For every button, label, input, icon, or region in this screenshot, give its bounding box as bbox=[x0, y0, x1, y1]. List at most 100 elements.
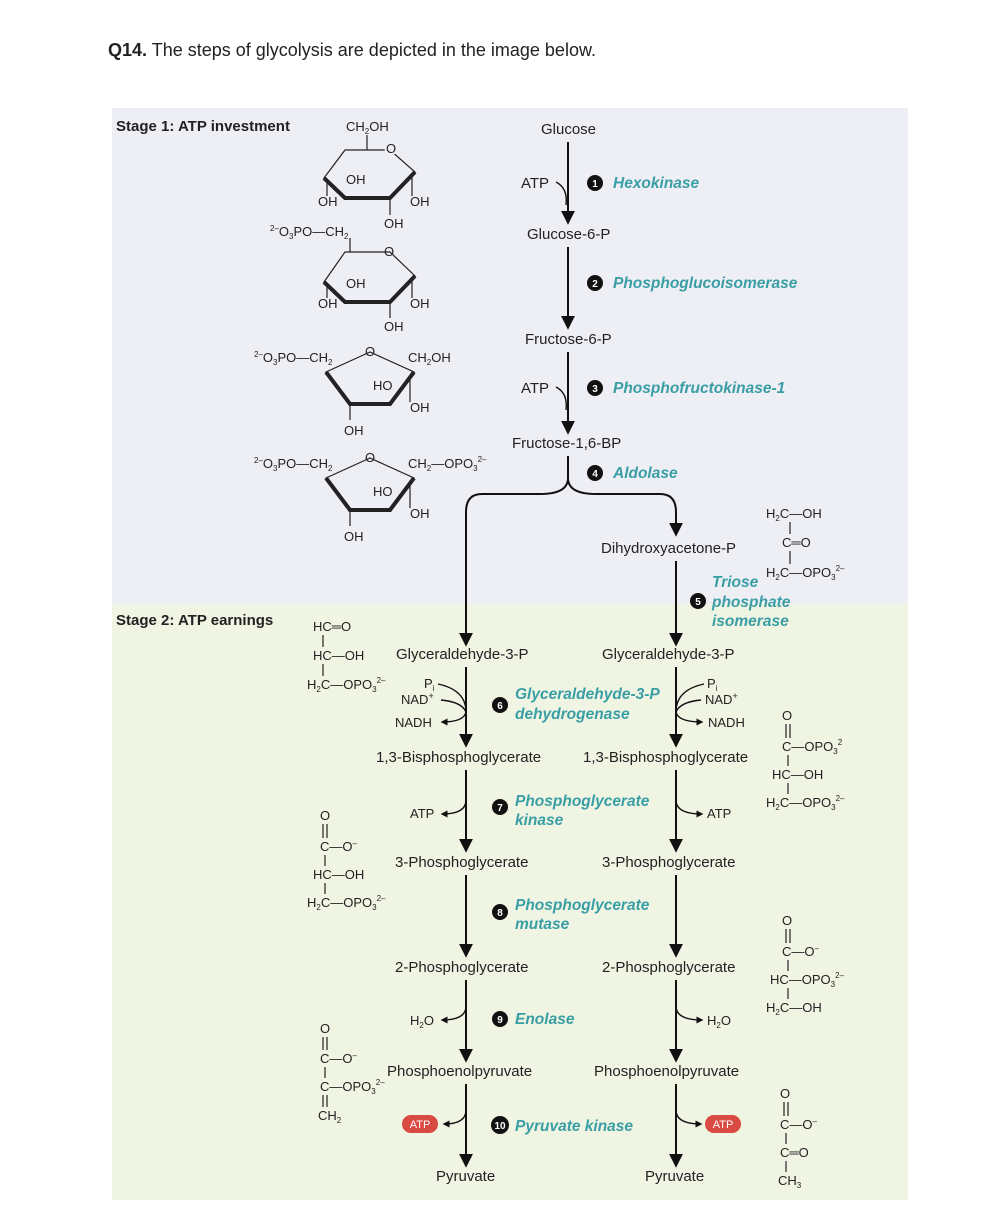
svg-text:2–O3PO—CH2: 2–O3PO—CH2 bbox=[254, 350, 333, 367]
side-nad-left bbox=[440, 699, 467, 713]
side-arrow-step1 bbox=[555, 181, 567, 206]
metabolite-2pg-right: 2-Phosphoglycerate bbox=[602, 959, 735, 976]
metabolite-fructose-1-6-bp: Fructose-1,6-BP bbox=[512, 435, 621, 452]
pg3-structure: O C—O– HC—OH H2C—OPO32– bbox=[307, 808, 386, 912]
enzyme-step7-line1: Phosphoglycerate bbox=[515, 793, 650, 810]
svg-text:OH: OH bbox=[346, 172, 366, 187]
dhap-structure: H2C—OH C═O H2C—OPO32– bbox=[766, 506, 845, 582]
svg-text:CH3: CH3 bbox=[778, 1173, 802, 1190]
svg-text:O: O bbox=[782, 708, 792, 723]
side-atp-step7-left bbox=[440, 799, 467, 818]
pg2-structure: O C—O– HC—OPO32– H2C—OH bbox=[766, 913, 845, 1017]
svg-text:HC—OH: HC—OH bbox=[313, 648, 364, 663]
atp-step7-right: ATP bbox=[707, 806, 731, 821]
step2-badge bbox=[587, 275, 603, 291]
nadh-right: NADH bbox=[708, 715, 745, 730]
svg-text:2–O3PO—CH2: 2–O3PO—CH2 bbox=[254, 456, 333, 473]
side-atp-step7-right bbox=[675, 799, 704, 818]
enzyme-step5-line3: isomerase bbox=[712, 613, 789, 630]
svg-text:O: O bbox=[365, 450, 375, 465]
svg-text:HO: HO bbox=[373, 484, 393, 499]
step6-badge bbox=[492, 697, 508, 713]
fructose-1-6-bisphosphate-structure: 2–O3PO—CH2 O CH2—OPO32– HO OH OH bbox=[254, 450, 487, 544]
step10-number: 10 bbox=[494, 1121, 506, 1132]
svg-text:H2C—OH: H2C—OH bbox=[766, 506, 822, 523]
stage1-background bbox=[112, 108, 908, 604]
svg-text:O: O bbox=[386, 141, 396, 156]
step4-number: 4 bbox=[592, 469, 598, 480]
svg-text:2–O3PO—CH2: 2–O3PO—CH2 bbox=[270, 224, 349, 241]
enzyme-step5-line1: Triose bbox=[712, 574, 759, 591]
svg-text:C—OPO32–: C—OPO32– bbox=[320, 1078, 385, 1096]
metabolite-pep-left: Phosphoenolpyruvate bbox=[387, 1063, 532, 1080]
pyruvate-structure: O C—O– C═O CH3 bbox=[778, 1086, 818, 1190]
atp-badge-right bbox=[705, 1115, 741, 1133]
step7-badge bbox=[492, 799, 508, 815]
svg-text:O: O bbox=[365, 344, 375, 359]
svg-text:H2C—OPO32–: H2C—OPO32– bbox=[307, 894, 386, 912]
pi-left: Pi bbox=[424, 676, 435, 693]
stage2-background bbox=[112, 604, 908, 1200]
side-nadh-right bbox=[675, 711, 704, 726]
enzyme-pyruvate-kinase: Pyruvate kinase bbox=[515, 1118, 633, 1135]
step10-badge bbox=[491, 1116, 509, 1134]
svg-text:C—O–: C—O– bbox=[320, 1051, 358, 1066]
h2o-step9-right: H2O bbox=[707, 1013, 731, 1030]
question-body: The steps of glycolysis are depicted in … bbox=[151, 40, 596, 60]
side-h2o-step9-right bbox=[675, 1005, 704, 1024]
svg-text:OH: OH bbox=[410, 506, 430, 521]
svg-text:H2C—OPO32–: H2C—OPO32– bbox=[766, 794, 845, 812]
metabolite-13bpg-left: 1,3-Bisphosphoglycerate bbox=[376, 749, 541, 766]
nadh-left: NADH bbox=[395, 715, 432, 730]
arrow-step4-left bbox=[459, 456, 569, 647]
step5-badge bbox=[690, 593, 706, 609]
svg-text:C—OPO32: C—OPO32 bbox=[782, 738, 843, 756]
pi-right: Pi bbox=[707, 676, 718, 693]
step1-badge bbox=[587, 175, 603, 191]
step3-number: 3 bbox=[592, 384, 598, 395]
glucose-6-phosphate-structure: 2–O3PO—CH2 O OH OH OH OH bbox=[270, 224, 430, 334]
fructose-6-phosphate-structure: 2–O3PO—CH2 O CH2OH HO OH OH bbox=[254, 344, 451, 438]
metabolite-glucose-6-p: Glucose-6-P bbox=[527, 226, 610, 243]
arrow-step4-right bbox=[567, 477, 683, 537]
question-number: Q14. bbox=[108, 40, 148, 60]
stage1-label: Stage 1: ATP investment bbox=[116, 118, 290, 135]
enzyme-phosphoglucoisomerase: Phosphoglucoisomerase bbox=[613, 275, 798, 292]
svg-text:O: O bbox=[386, 141, 396, 156]
svg-text:HO: HO bbox=[373, 378, 393, 393]
metabolite-fructose-6-p: Fructose-6-P bbox=[525, 331, 612, 348]
svg-text:H2C—OPO32–: H2C—OPO32– bbox=[307, 676, 386, 694]
svg-text:OH: OH bbox=[410, 400, 430, 415]
svg-text:C—O–: C—O– bbox=[782, 944, 820, 959]
svg-text:OH: OH bbox=[346, 276, 366, 291]
enzyme-enolase: Enolase bbox=[515, 1011, 575, 1028]
svg-text:C—O–: C—O– bbox=[320, 839, 358, 854]
metabolite-pyruvate-left: Pyruvate bbox=[436, 1168, 495, 1185]
metabolite-13bpg-right: 1,3-Bisphosphoglycerate bbox=[583, 749, 748, 766]
step2-number: 2 bbox=[592, 279, 598, 290]
enzyme-aldolase: Aldolase bbox=[612, 465, 678, 482]
metabolite-glucose: Glucose bbox=[541, 121, 596, 138]
h2o-step9-left: H2O bbox=[410, 1013, 434, 1030]
bpg13-structure: O C—OPO32 HC—OH H2C—OPO32– bbox=[766, 708, 845, 812]
svg-text:OH: OH bbox=[318, 194, 338, 209]
metabolite-gap-left: Glyceraldehyde-3-P bbox=[396, 646, 529, 663]
side-nad-right bbox=[675, 699, 702, 713]
step4-badge bbox=[587, 465, 603, 481]
svg-text:O: O bbox=[782, 913, 792, 928]
enzyme-step5-line2: phosphate bbox=[711, 594, 791, 611]
step6-number: 6 bbox=[497, 701, 503, 712]
metabolite-pyruvate-right: Pyruvate bbox=[645, 1168, 704, 1185]
svg-text:C═O: C═O bbox=[782, 535, 811, 550]
svg-text:OH: OH bbox=[384, 216, 404, 231]
atp-step10-right: ATP bbox=[713, 1119, 734, 1131]
nad-left: NAD+ bbox=[401, 691, 434, 707]
step1-number: 1 bbox=[592, 179, 598, 190]
svg-text:O: O bbox=[384, 244, 394, 259]
enzyme-step8-line2: mutase bbox=[515, 916, 570, 933]
gap-structure: HC═O HC—OH H2C—OPO32– bbox=[307, 619, 386, 694]
metabolite-2pg-left: 2-Phosphoglycerate bbox=[395, 959, 528, 976]
enzyme-step6-line1: Glyceraldehyde-3-P bbox=[515, 686, 660, 703]
side-atp-step10-left bbox=[442, 1109, 467, 1128]
side-pi-right bbox=[675, 683, 705, 713]
